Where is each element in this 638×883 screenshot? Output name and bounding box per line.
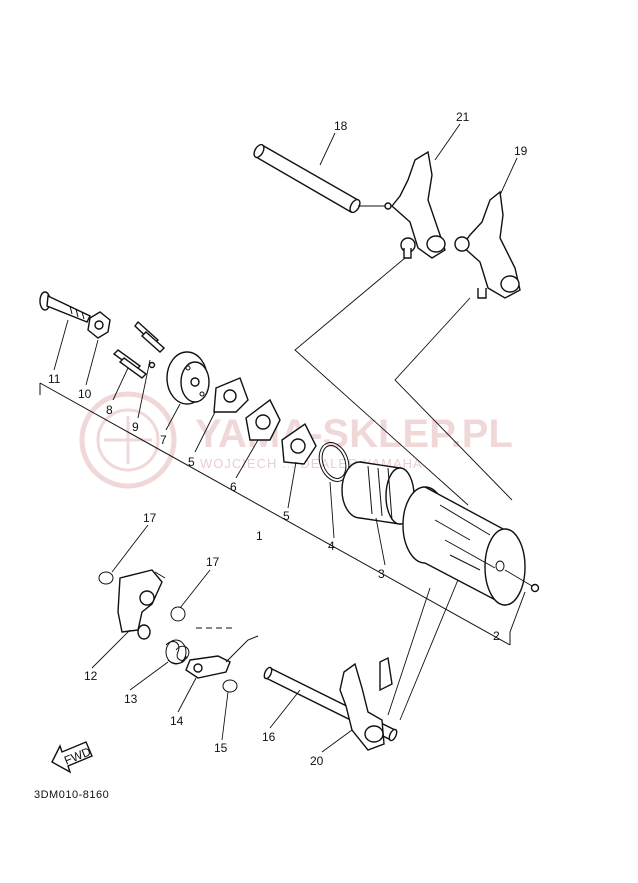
part-13-spring: [165, 639, 190, 665]
dashed-guides: [196, 257, 513, 721]
callout-21: 21: [456, 110, 470, 124]
callout-16: 16: [262, 730, 276, 744]
diagram-code: 3DM010-8160: [34, 789, 109, 801]
callout-19: 19: [514, 144, 528, 158]
callout-17a: 17: [143, 511, 157, 525]
part-15-circlip: [222, 679, 238, 693]
part-17-circlip-a: [98, 571, 114, 585]
callout-1: 1: [256, 529, 263, 543]
part-5-plate-a: [213, 377, 249, 413]
part-12-lever: [117, 569, 166, 640]
callout-3: 3: [378, 567, 385, 581]
callout-10: 10: [78, 387, 92, 401]
callout-7: 7: [160, 433, 167, 447]
part-7-segment: [166, 351, 210, 405]
part-9-pins: [134, 320, 166, 369]
part-19-shift-fork: [454, 190, 521, 299]
callout-5a: 5: [188, 455, 195, 469]
callout-12: 12: [84, 669, 98, 683]
callout-20: 20: [310, 754, 324, 768]
callout-13: 13: [124, 692, 138, 706]
part-11-screw: [39, 291, 91, 323]
callouts: 18 21 19 11 10 8 9 7 5 6 1 5 4 3 2 17 17…: [48, 110, 528, 768]
part-5-plate-b: [281, 422, 317, 465]
callout-5b: 5: [283, 509, 290, 523]
leader-lines: [53, 123, 518, 753]
callout-2: 2: [493, 629, 500, 643]
part-21-shift-fork: [391, 150, 446, 259]
callout-8: 8: [106, 403, 113, 417]
watermark-logo: [79, 391, 177, 489]
part-20-shift-fork: [339, 656, 393, 751]
part-2-shift-drum: [402, 486, 540, 607]
callout-6: 6: [230, 480, 237, 494]
callout-15: 15: [214, 741, 228, 755]
part-6-plate: [245, 398, 281, 441]
callout-9: 9: [132, 420, 139, 434]
watermark-main-text: YAMA-SKLEP.PL: [195, 412, 513, 456]
part-10-segment: [87, 311, 111, 339]
fwd-arrow-icon: FWD: [51, 741, 93, 774]
part-4-circlip: [318, 442, 350, 482]
callout-4: 4: [328, 539, 335, 553]
callout-11: 11: [48, 372, 61, 386]
part-14-lever: [185, 635, 259, 679]
fwd-label: FWD: [62, 744, 93, 767]
part-17-circlip-b: [170, 606, 186, 622]
assembly-boundary: [39, 382, 526, 646]
callout-18: 18: [334, 119, 348, 133]
callout-14: 14: [170, 714, 184, 728]
callout-17b: 17: [206, 555, 220, 569]
part-8-pins: [112, 349, 148, 379]
part-18-guide-bar: [253, 143, 392, 214]
